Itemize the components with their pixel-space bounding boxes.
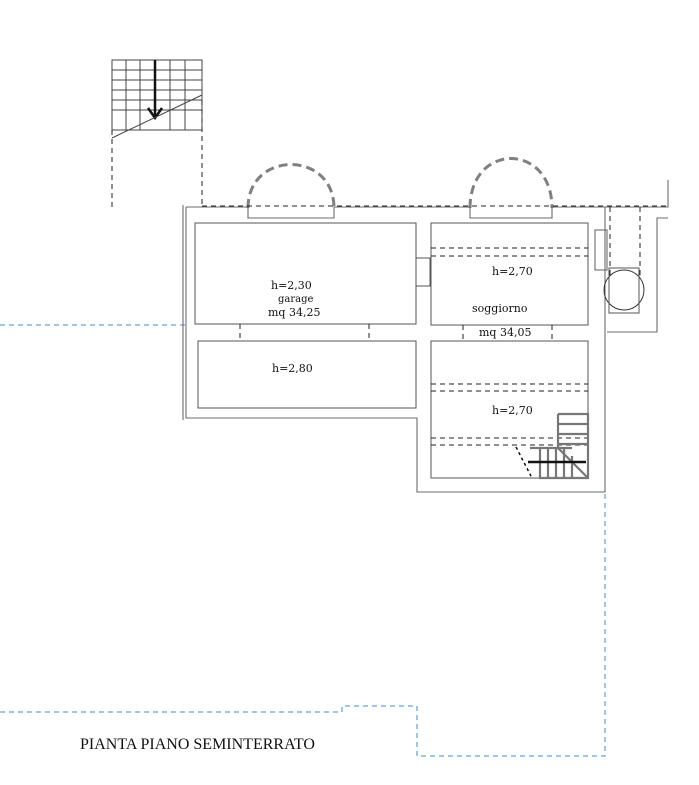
garage-name: garage — [278, 294, 314, 305]
room-store — [197, 340, 417, 409]
drawing-title: PIANTA PIANO SEMINTERRATO — [80, 736, 315, 753]
soggiorno-name: soggiorno — [472, 302, 528, 315]
circular-fixture — [603, 269, 645, 311]
garage-height: h=2,30 — [271, 279, 312, 292]
external-stair — [111, 59, 203, 208]
outer-walls — [182, 180, 669, 493]
internal-stair — [515, 412, 590, 480]
garage-area: mq 34,25 — [268, 306, 320, 319]
soggiorno-height: h=2,70 — [492, 265, 533, 278]
arch-right — [468, 157, 554, 209]
room-garage — [194, 222, 431, 341]
room-soggiorno — [430, 222, 589, 341]
stair-room-height: h=2,70 — [492, 404, 533, 417]
property-boundary — [0, 207, 606, 757]
soggiorno-area: mq 34,05 — [479, 326, 531, 339]
store-height: h=2,80 — [272, 362, 313, 375]
arch-left — [246, 163, 336, 209]
